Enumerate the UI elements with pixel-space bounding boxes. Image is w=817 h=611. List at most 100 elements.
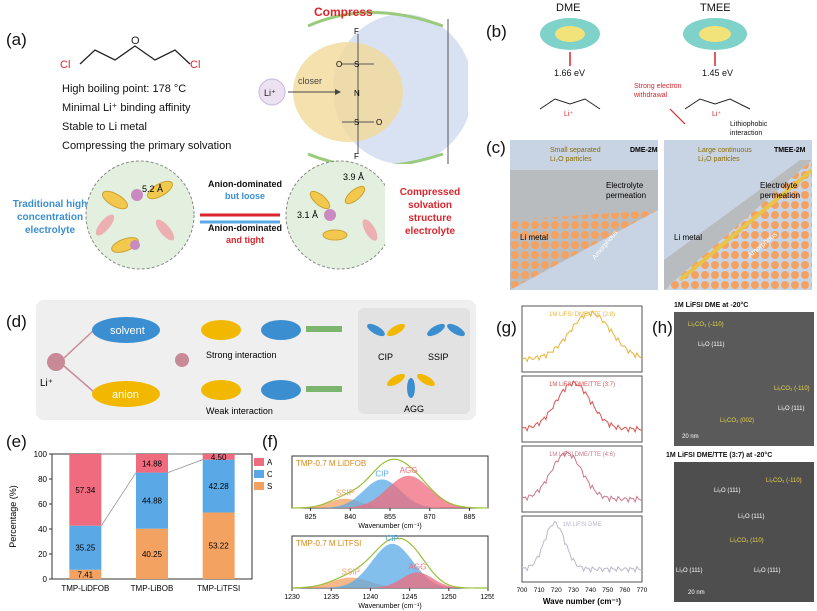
interaction-diagram: solvent anion Li⁺ Strong interaction Wea… [36, 300, 476, 420]
x-tick-label: 855 [384, 514, 396, 521]
tmee-2m-title: TMEE-2M [774, 147, 806, 154]
x-tick-label: 870 [424, 514, 436, 521]
left-distance: 5.2 Å [142, 184, 163, 194]
y-tick-label: 100 [34, 450, 48, 459]
svg-text:Li⁺: Li⁺ [564, 111, 573, 118]
dme-2m-title: DME-2M [630, 147, 658, 154]
envelope-line [291, 538, 489, 589]
bar-segment [136, 453, 168, 473]
chart-title: TMP-0.7 M LiDFOB [296, 459, 366, 468]
data-label: 57.34 [75, 486, 96, 495]
x-axis-label: Wavenumber (cm⁻¹) [358, 523, 421, 530]
data-label: 40.25 [142, 550, 163, 559]
connector-line [167, 459, 203, 473]
envelope-line [291, 458, 489, 509]
spectrum-line [521, 450, 643, 504]
data-label: 44.88 [142, 497, 163, 506]
x-tick-label: 750 [602, 587, 613, 594]
arrow-top-label: Anion-dominated [208, 179, 282, 189]
property-item: High boiling point: 178 °C [62, 83, 187, 95]
li-label: Li⁺ [264, 88, 276, 98]
legend-swatch [254, 482, 264, 490]
panel-g-label: (g) [496, 318, 517, 337]
x-tick-label: 1255 [480, 594, 494, 601]
right-distance-1: 3.9 Å [343, 172, 364, 182]
panel-e-label: (e) [6, 432, 27, 451]
cl-right: Cl [190, 59, 200, 70]
x-tick-label: 840 [344, 514, 356, 521]
ether-o: O [131, 35, 140, 47]
compress-label: Compress [314, 5, 373, 19]
bar-segment [136, 528, 168, 579]
panel-a-label: (a) [6, 30, 27, 49]
legend-label: AGG [267, 458, 272, 467]
panel-d-label: (d) [6, 312, 27, 331]
li2o-interphase-diagram: DME-2M TMEE-2M Small separated Li₂O part… [510, 140, 812, 290]
y-tick-label: 80 [38, 475, 47, 484]
spectrum-frame [521, 445, 643, 513]
peak-area [292, 572, 488, 588]
svg-text:Electrolyte: Electrolyte [760, 181, 798, 190]
tem-bottom-image: Li₂CO₃ (-110) Li₂O (111) Li₂O (111) Li₂C… [674, 462, 814, 602]
y-axis-label: Percentage (%) [8, 485, 18, 548]
legend-swatch [254, 470, 264, 478]
property-list: High boiling point: 178 °C Minimal Li⁺ b… [62, 80, 231, 156]
spectrum-frame [521, 375, 643, 443]
dme-energy: 1.66 eV [554, 68, 586, 78]
svg-text:N: N [354, 89, 360, 98]
legend-swatch [254, 458, 264, 466]
y-tick-label: 60 [38, 500, 47, 509]
data-label: 42.28 [209, 482, 230, 491]
series-label: 1M LiFSI DME/TTE (3:7) [549, 382, 615, 388]
svg-text:F: F [354, 27, 359, 36]
x-tick-label: 700 [517, 587, 528, 594]
bar-segment [202, 512, 235, 579]
x-tick-label: 770 [637, 587, 648, 594]
peak-label: CIP [386, 534, 399, 543]
spectrum-line [521, 520, 643, 574]
solvent-label: solvent [110, 325, 145, 337]
data-label: 7.41 [78, 570, 94, 579]
bar-segment [202, 459, 235, 513]
svg-text:S: S [354, 60, 359, 69]
right-distance-2: 3.1 Å [297, 210, 318, 220]
tight-label: and tight [226, 235, 264, 245]
legend-label: SSIP [267, 482, 272, 491]
spectrum-line [521, 309, 643, 363]
peak-label: AGG [400, 466, 418, 475]
svg-text:Large continuous: Large continuous [698, 147, 752, 154]
tmee-title: TMEE [700, 2, 731, 14]
strong-interaction-label: Strong interaction [206, 350, 277, 360]
x-tick-label: 1250 [441, 594, 457, 601]
bar-segment [202, 454, 235, 460]
solvation-spheres: 5.2 Å 3.9 Å 3.1 Å [85, 160, 385, 270]
x-tick-label: 1245 [402, 594, 418, 601]
peak-area [292, 577, 488, 588]
spectrum-frame [521, 515, 643, 583]
svg-text:Electrolyte: Electrolyte [606, 181, 644, 190]
svg-text:O: O [376, 118, 382, 127]
panel-f-label: (f) [262, 432, 279, 451]
property-item: Compressing the primary solvation [62, 140, 232, 152]
peak-label: SSIP [336, 489, 354, 498]
x-tick-label: 740 [585, 587, 596, 594]
fsi-compression-diagram: Compress Li⁺ closer F O S N S O F [258, 5, 468, 164]
x-tick-label: 1240 [363, 594, 379, 601]
spectrum-line [521, 380, 643, 434]
svg-text:Li₂O particles: Li₂O particles [550, 156, 592, 163]
panel-c-label: (c) [486, 138, 506, 157]
data-label: 14.88 [142, 459, 163, 468]
panel-h-label: (h) [652, 318, 673, 337]
spectrum-frame [521, 305, 643, 373]
anion-label: anion [112, 389, 139, 401]
series-label: 1M LiFSI DME/TTE (2:8) [549, 312, 615, 318]
bar-segment [69, 454, 102, 526]
series-label: 1M LiFSI DME [562, 522, 601, 528]
data-label: 4.50 [211, 453, 227, 462]
svg-text:S: S [354, 118, 359, 127]
